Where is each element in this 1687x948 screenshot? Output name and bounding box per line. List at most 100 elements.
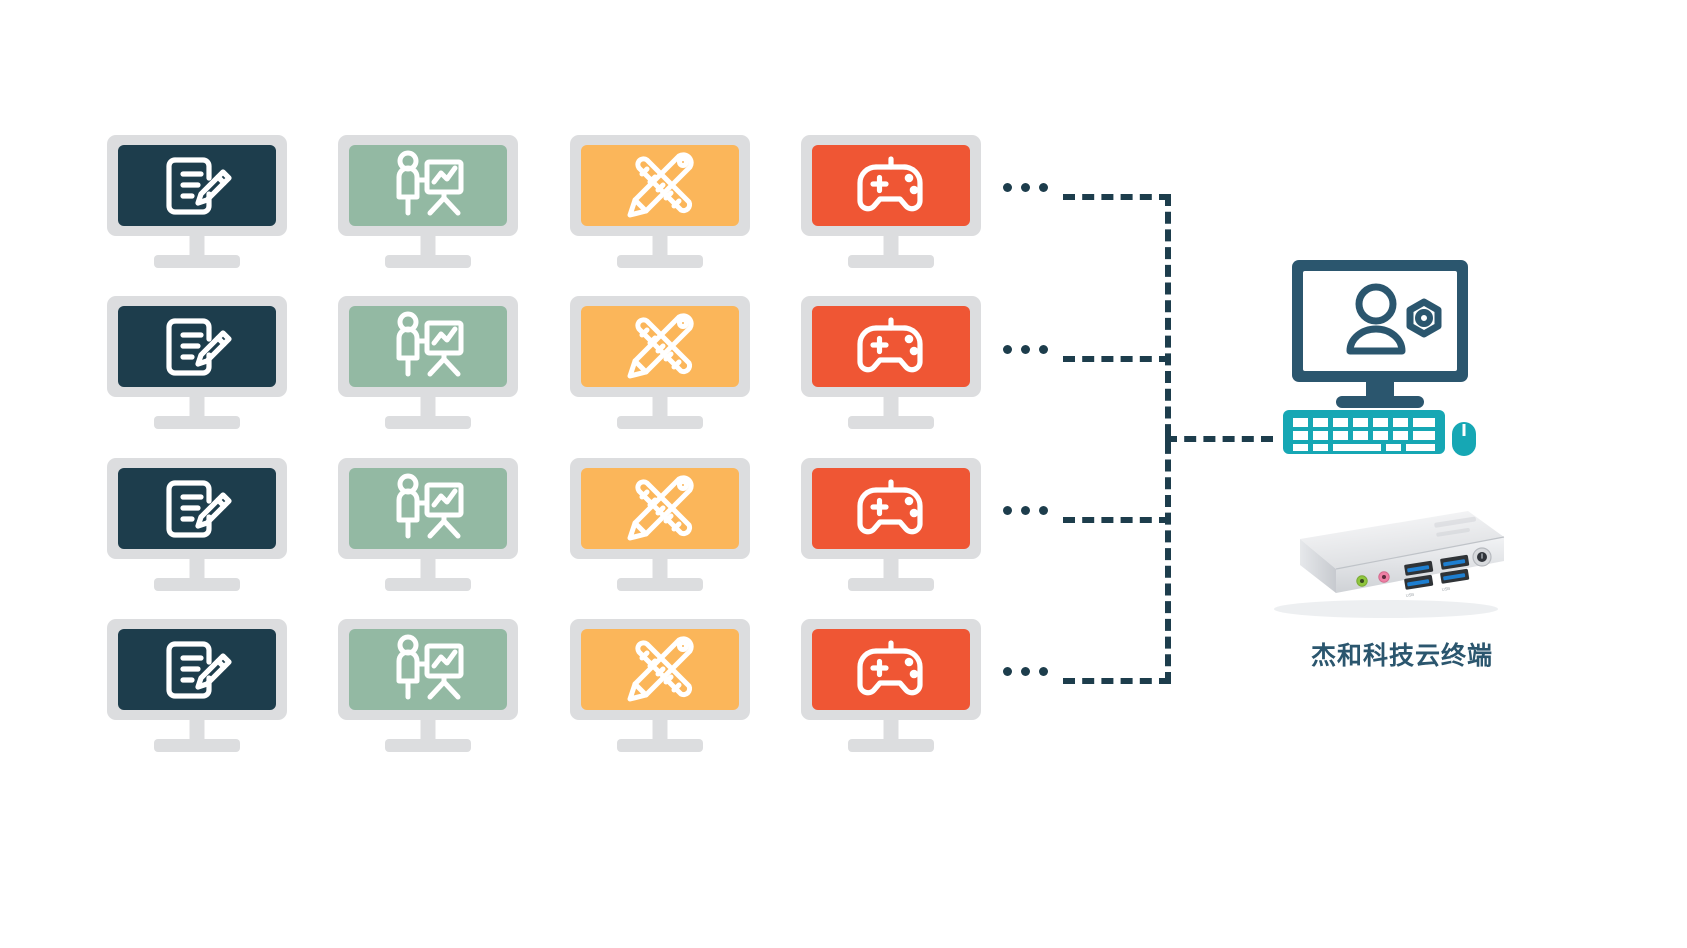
monitor-base xyxy=(617,416,703,429)
ruler-pencil-icon xyxy=(627,474,694,540)
client-monitor-gaming[interactable] xyxy=(801,296,981,429)
gamepad-icon xyxy=(857,155,923,211)
keyboard-icon xyxy=(1283,410,1445,454)
monitor-neck xyxy=(420,559,436,580)
presentation-icon xyxy=(396,634,464,699)
monitor-neck xyxy=(189,397,205,418)
client-monitor-gaming[interactable] xyxy=(801,135,981,268)
monitor-screen-design xyxy=(581,468,739,549)
monitor-base xyxy=(385,739,471,752)
row-ellipsis-4 xyxy=(1003,667,1048,676)
workstation-icon xyxy=(1283,260,1476,456)
ruler-pencil-icon xyxy=(627,635,694,701)
presentation-icon xyxy=(396,311,464,376)
device-label: 杰和科技云终端 xyxy=(1311,642,1494,670)
monitor-base xyxy=(154,416,240,429)
monitor-base xyxy=(617,578,703,591)
client-monitor-design[interactable] xyxy=(570,135,750,268)
monitor-screen-gaming xyxy=(812,468,970,549)
monitor-base xyxy=(154,739,240,752)
row-ellipsis-2 xyxy=(1003,345,1048,354)
monitor-base xyxy=(385,255,471,268)
monitor-neck xyxy=(883,397,899,418)
monitor-neck xyxy=(189,720,205,741)
ruler-pencil-icon xyxy=(627,312,694,378)
monitor-screen-presentation xyxy=(349,306,507,387)
row-ellipsis-1 xyxy=(1003,183,1048,192)
connector-row-2 xyxy=(1063,356,1171,362)
power-button xyxy=(1472,547,1492,567)
admin-workstation xyxy=(1280,258,1480,458)
cloud-terminal-device: USB USB xyxy=(1258,495,1508,625)
client-monitor-presentation[interactable] xyxy=(338,458,518,591)
client-monitor-document[interactable] xyxy=(107,458,287,591)
monitor-base xyxy=(848,739,934,752)
monitor-base xyxy=(848,255,934,268)
monitor-neck xyxy=(420,236,436,257)
connector-row-4 xyxy=(1063,678,1171,684)
monitor-base xyxy=(848,578,934,591)
client-monitor-design[interactable] xyxy=(570,458,750,591)
monitor-screen-document xyxy=(118,629,276,710)
monitor-screen-document xyxy=(118,468,276,549)
connector-row-3 xyxy=(1063,517,1171,523)
client-monitor-design[interactable] xyxy=(570,619,750,752)
monitor-screen-presentation xyxy=(349,468,507,549)
connector-to-server xyxy=(1165,436,1273,442)
monitor-neck xyxy=(420,397,436,418)
monitor-base xyxy=(617,255,703,268)
monitor-screen-design xyxy=(581,629,739,710)
monitor-base xyxy=(154,578,240,591)
document-edit-icon xyxy=(166,640,232,699)
gamepad-icon xyxy=(857,639,923,695)
monitor-screen-design xyxy=(581,145,739,226)
monitor-neck xyxy=(652,559,668,580)
monitor-neck xyxy=(189,236,205,257)
monitor-neck xyxy=(189,559,205,580)
monitor-screen-presentation xyxy=(349,145,507,226)
client-monitor-presentation[interactable] xyxy=(338,135,518,268)
mouse-icon xyxy=(1445,416,1476,456)
monitor-screen-document xyxy=(118,306,276,387)
monitor-screen-presentation xyxy=(349,629,507,710)
monitor-screen-gaming xyxy=(812,145,970,226)
monitor-screen-gaming xyxy=(812,629,970,710)
monitor-neck xyxy=(652,236,668,257)
client-monitor-gaming[interactable] xyxy=(801,458,981,591)
gamepad-icon xyxy=(857,478,923,534)
svg-text:USB: USB xyxy=(1441,586,1450,592)
monitor-neck xyxy=(883,559,899,580)
usb-ports xyxy=(1404,554,1470,590)
client-monitor-design[interactable] xyxy=(570,296,750,429)
monitor-base xyxy=(154,255,240,268)
monitor-neck xyxy=(420,720,436,741)
monitor-base xyxy=(385,578,471,591)
monitor-neck xyxy=(652,397,668,418)
client-monitor-document[interactable] xyxy=(107,619,287,752)
gear-nut-icon xyxy=(1406,298,1442,338)
ruler-pencil-icon xyxy=(627,151,694,217)
monitor-neck xyxy=(883,236,899,257)
client-monitor-gaming[interactable] xyxy=(801,619,981,752)
monitor-neck xyxy=(883,720,899,741)
presentation-icon xyxy=(396,473,464,538)
row-ellipsis-3 xyxy=(1003,506,1048,515)
client-monitor-presentation[interactable] xyxy=(338,619,518,752)
document-edit-icon xyxy=(166,317,232,376)
monitor-screen-gaming xyxy=(812,306,970,387)
monitor-base xyxy=(385,416,471,429)
client-monitor-presentation[interactable] xyxy=(338,296,518,429)
monitor-base xyxy=(848,416,934,429)
document-edit-icon xyxy=(166,479,232,538)
document-edit-icon xyxy=(166,156,232,215)
gamepad-icon xyxy=(857,316,923,372)
client-monitor-document[interactable] xyxy=(107,135,287,268)
presentation-icon xyxy=(396,150,464,215)
connector-row-1 xyxy=(1063,194,1171,200)
mini-pc-icon: USB USB xyxy=(1274,511,1505,618)
monitor-neck xyxy=(652,720,668,741)
svg-text:USB: USB xyxy=(1405,592,1414,598)
monitor-base xyxy=(617,739,703,752)
client-monitor-document[interactable] xyxy=(107,296,287,429)
